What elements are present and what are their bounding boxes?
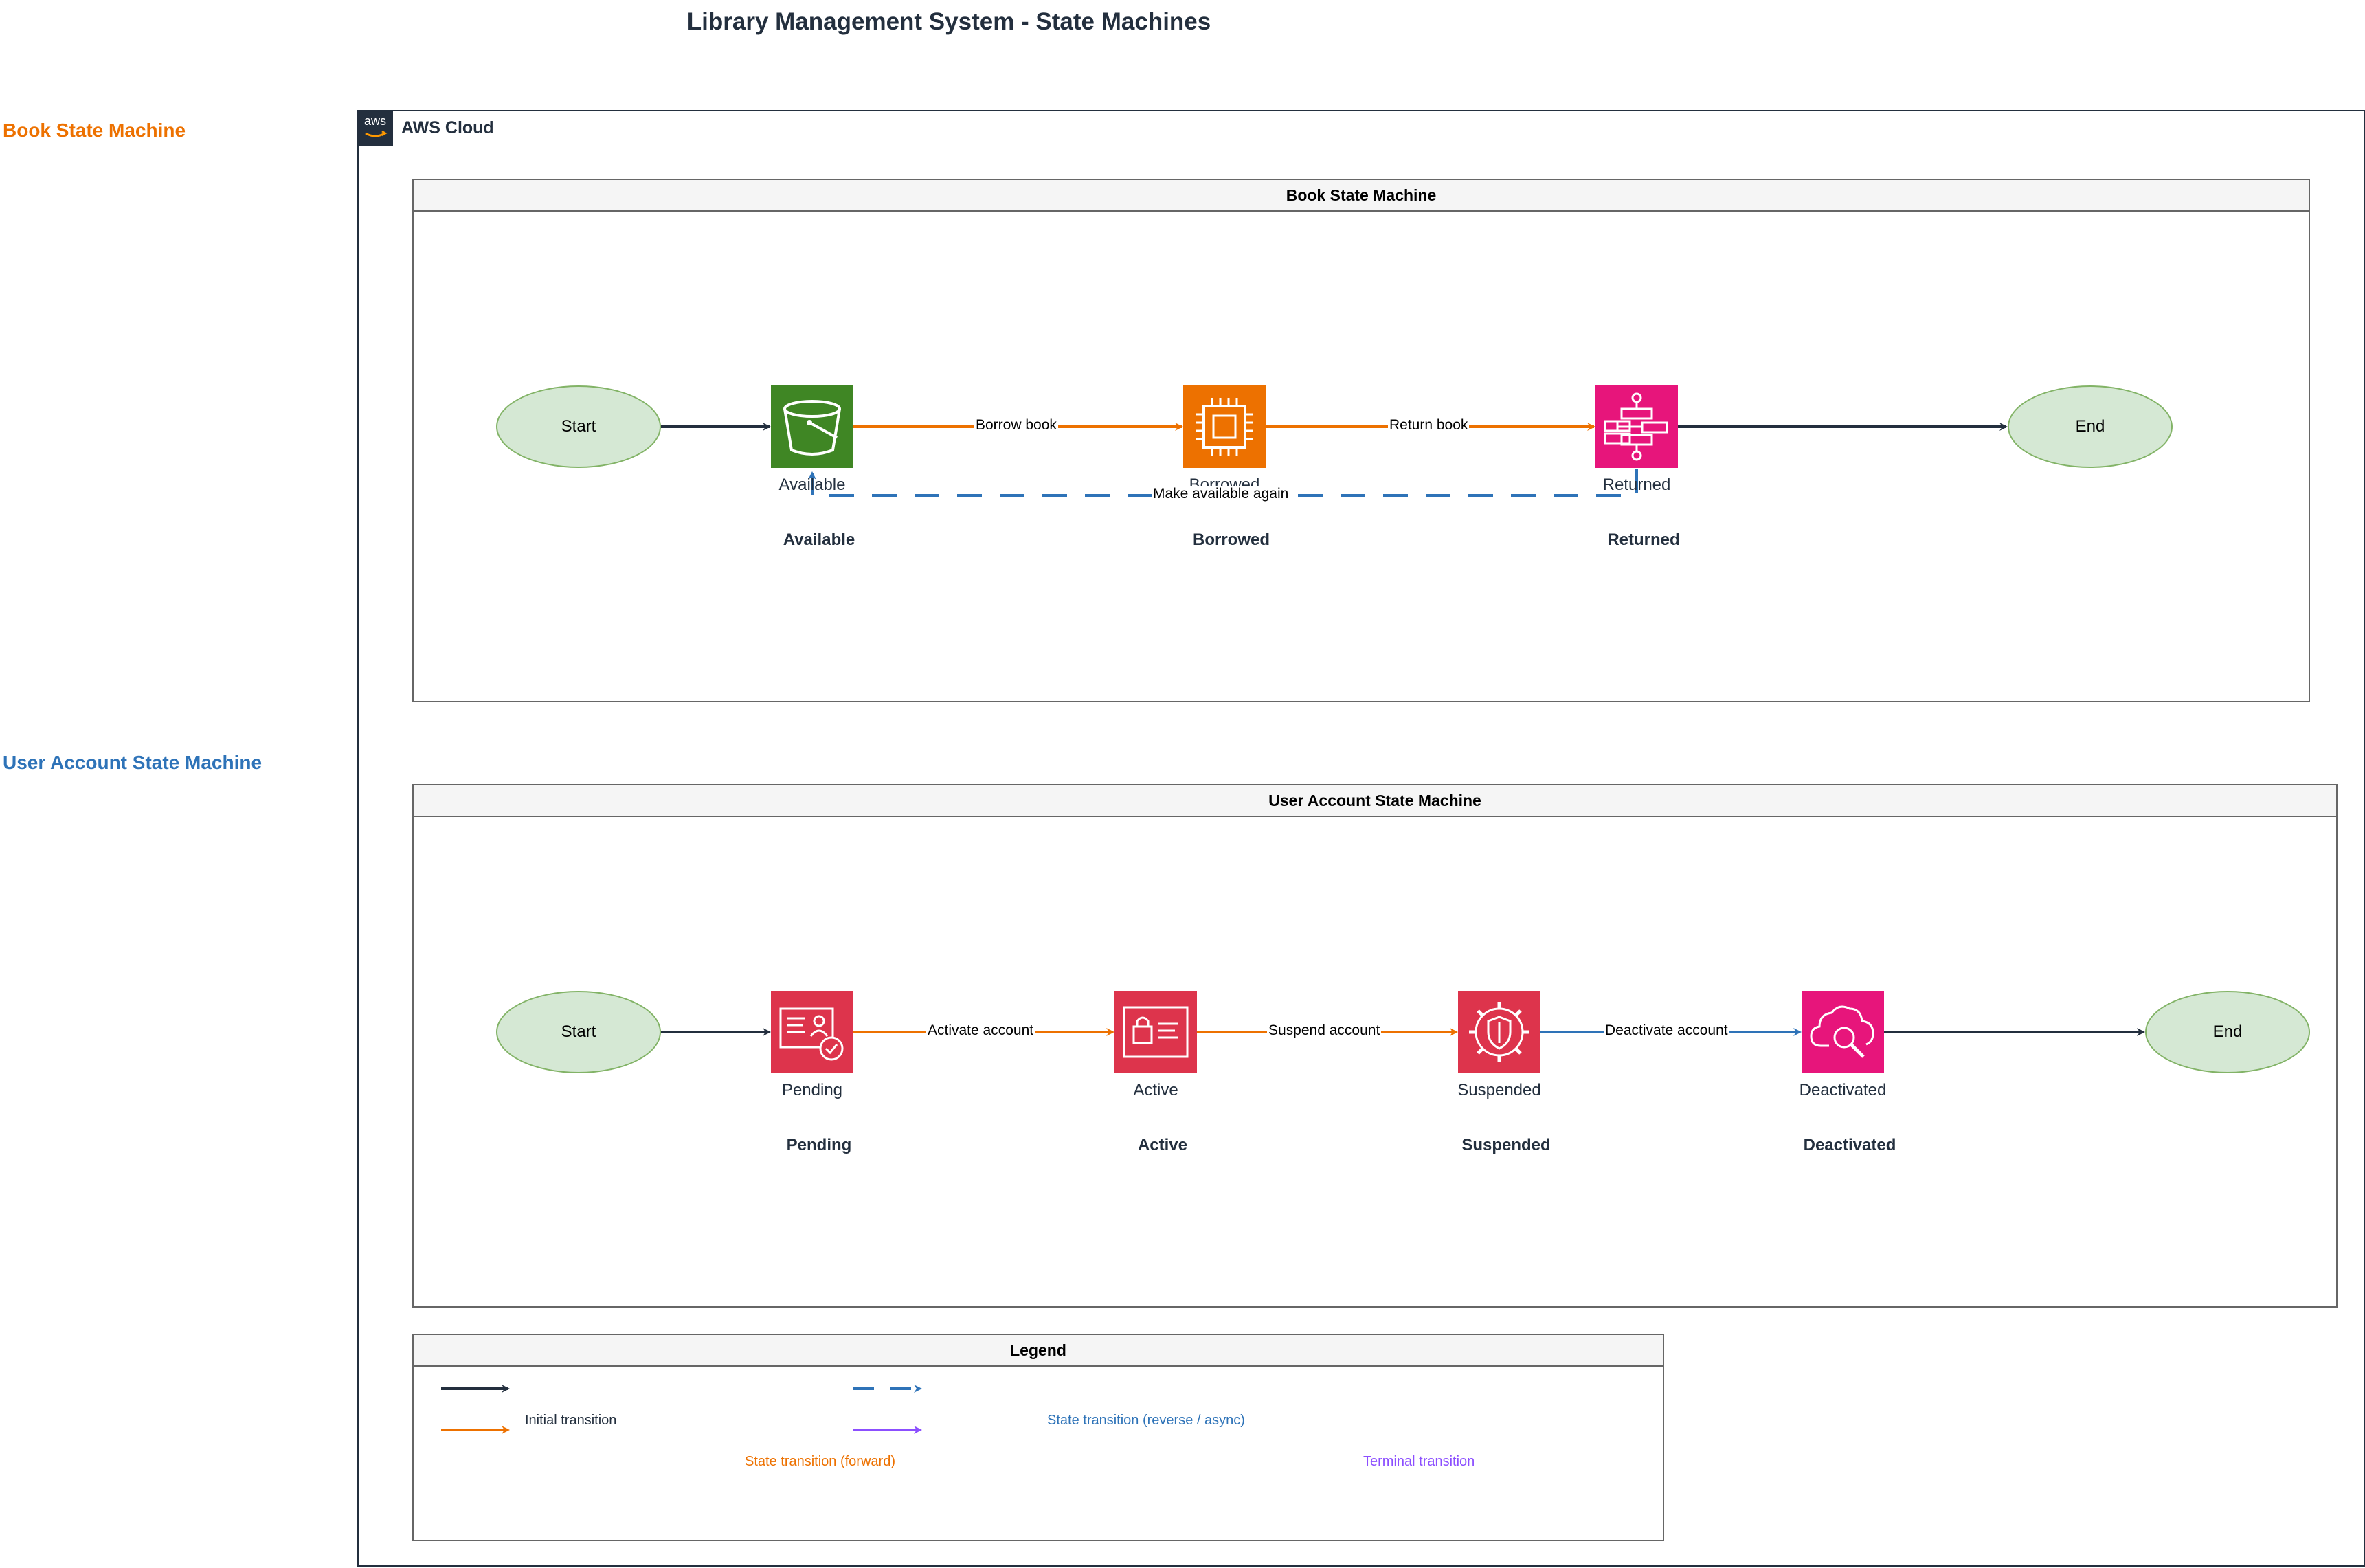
edge-label-make-available-again: Make available again xyxy=(1152,486,1290,502)
edge-label-suspend: Suspend account xyxy=(1267,1022,1382,1039)
available-node-label: Available xyxy=(778,475,846,494)
legend-terminal-label: Terminal transition xyxy=(1363,1454,1475,1469)
deactivated-state-title: Deactivated xyxy=(1803,1136,1896,1154)
edge-label-return: Return book xyxy=(1388,417,1470,434)
chip-icon[interactable] xyxy=(1183,385,1266,468)
aws-cloud-group xyxy=(357,110,2365,1567)
active-node-label: Active xyxy=(1133,1081,1178,1099)
active-state-title: Active xyxy=(1137,1136,1188,1154)
legend-header: Legend xyxy=(414,1335,1663,1367)
edge-label-activate: Activate account xyxy=(926,1022,1035,1039)
gear-shield-icon[interactable] xyxy=(1458,991,1540,1073)
pending-node-label: Pending xyxy=(781,1081,843,1099)
borrowed-state-title: Borrowed xyxy=(1192,530,1270,549)
user-start-node[interactable]: Start xyxy=(496,991,661,1073)
returned-node-label: Returned xyxy=(1602,475,1671,494)
deactivated-node-label: Deactivated xyxy=(1799,1081,1887,1099)
edge-label-borrow: Borrow book xyxy=(974,417,1058,434)
user-end-node[interactable]: End xyxy=(2145,991,2310,1073)
returned-state-title: Returned xyxy=(1607,530,1680,549)
available-state-title: Available xyxy=(783,530,855,549)
aws-logo-icon: aws xyxy=(357,110,393,146)
identity-verified-icon[interactable] xyxy=(771,991,853,1073)
bucket-icon[interactable] xyxy=(771,385,853,468)
book-start-node[interactable]: Start xyxy=(496,385,661,468)
user-state-machine-group: User Account State Machine xyxy=(412,784,2338,1308)
side-label-book: Book State Machine xyxy=(3,120,186,141)
book-state-machine-group: Book State Machine xyxy=(412,179,2310,702)
user-group-header: User Account State Machine xyxy=(414,785,2336,817)
cloud-search-icon[interactable] xyxy=(1802,991,1884,1073)
aws-cloud-label: AWS Cloud xyxy=(401,118,494,137)
page-title: Library Management System - State Machin… xyxy=(686,8,1211,35)
pending-state-title: Pending xyxy=(786,1136,852,1154)
edge-label-deactivate: Deactivate account xyxy=(1604,1022,1729,1039)
legend-forward-label: State transition (forward) xyxy=(745,1454,895,1469)
book-end-node[interactable]: End xyxy=(2008,385,2173,468)
book-group-header: Book State Machine xyxy=(414,180,2309,212)
step-functions-icon[interactable] xyxy=(1595,385,1678,468)
suspended-state-title: Suspended xyxy=(1461,1136,1551,1154)
legend-initial-label: Initial transition xyxy=(525,1413,617,1428)
id-card-lock-icon[interactable] xyxy=(1114,991,1197,1073)
suspended-node-label: Suspended xyxy=(1457,1081,1541,1099)
legend-group: Legend xyxy=(412,1334,1664,1541)
legend-reverse-label: State transition (reverse / async) xyxy=(1047,1413,1245,1428)
side-label-user: User Account State Machine xyxy=(3,752,262,773)
